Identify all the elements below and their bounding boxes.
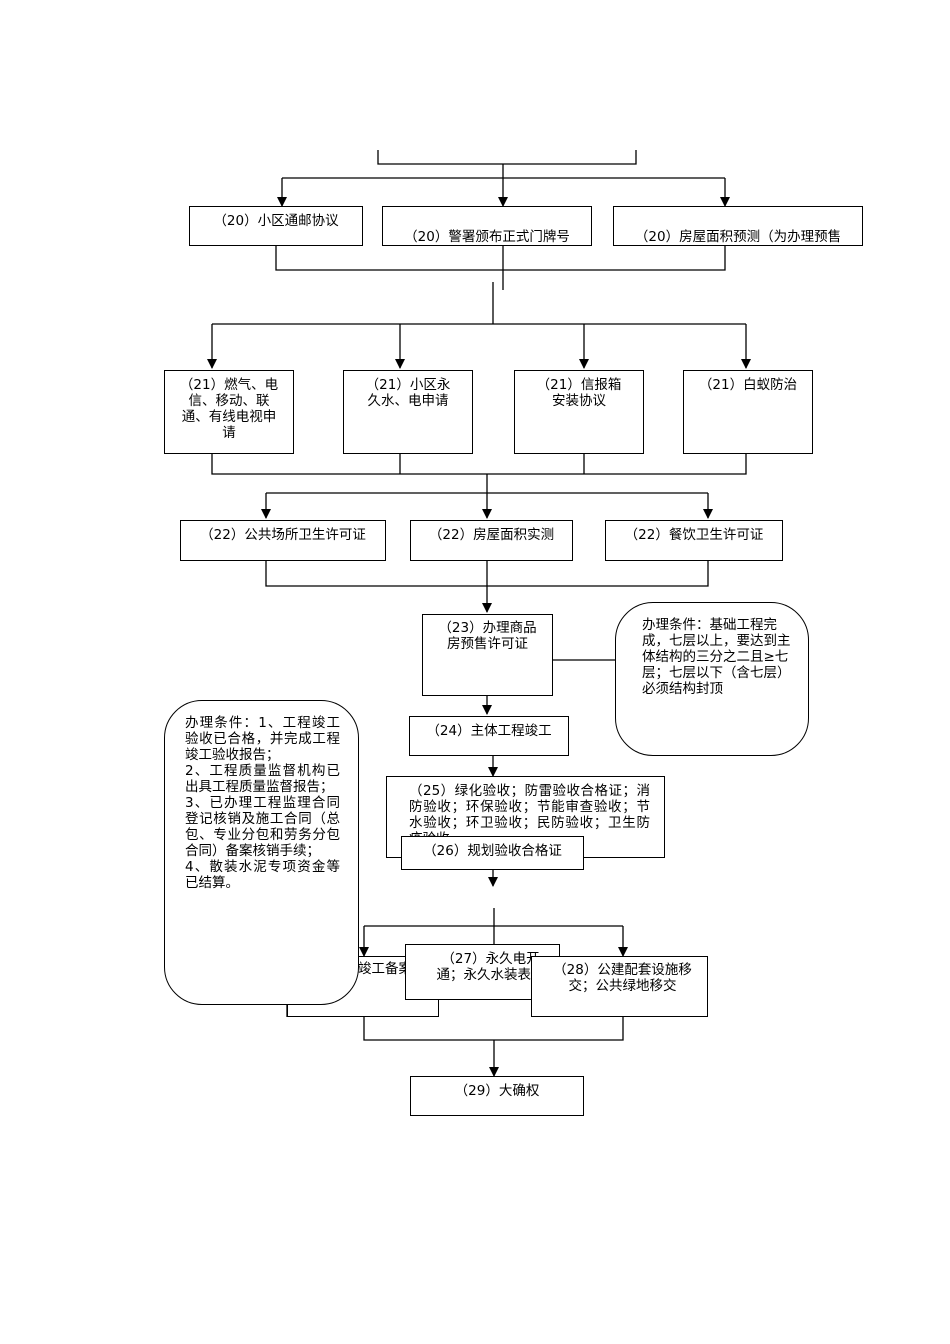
step-21-water-power: （21）小区永久水、电申请 xyxy=(343,370,473,454)
step-22-area-survey: （22）房屋面积实测 xyxy=(410,520,573,561)
step-20-house-number: （20）警署颁布正式门牌号 码 xyxy=(382,206,592,246)
step-22-catering-hygiene: （22）餐饮卫生许可证 xyxy=(605,520,783,561)
step-24-main-structure: （24）主体工程竣工 xyxy=(409,716,569,756)
step-29-title-confirmation: （29）大确权 xyxy=(410,1076,584,1116)
completion-filing-conditions-note: 办理条件：1、工程竣工验收已合格，并完成工程竣工验收报告； 2、工程质量监督机构… xyxy=(164,700,359,1005)
step-26-planning-certificate: （26）规划验收合格证 xyxy=(401,836,584,870)
step-21-mailbox: （21）信报箱安装协议 xyxy=(514,370,644,454)
step-20-postal-agreement: （20）小区通邮协议 xyxy=(189,206,363,246)
step-23-presale-permit: （23）办理商品房预售许可证 xyxy=(422,614,553,696)
step-20-house-number-line1: （20）警署颁布正式门牌号 xyxy=(404,229,570,245)
step-21-termite: （21）白蚁防治 xyxy=(683,370,813,454)
step-28-facility-handover: （28）公建配套设施移交；公共绿地移交 xyxy=(531,956,708,1017)
step-20-area-forecast: （20）房屋面积预测（为办理预售 证） xyxy=(613,206,863,246)
step-20-area-forecast-line1: （20）房屋面积预测（为办理预售 xyxy=(634,229,842,245)
presale-conditions-note: 办理条件：基础工程完成，七层以上，要达到主体结构的三分之二且≥七层；七层以下（含… xyxy=(615,602,809,756)
step-22-public-hygiene: （22）公共场所卫生许可证 xyxy=(180,520,386,561)
step-21-gas-telecom: （21）燃气、电信、移动、联通、有线电视申请 xyxy=(164,370,294,454)
